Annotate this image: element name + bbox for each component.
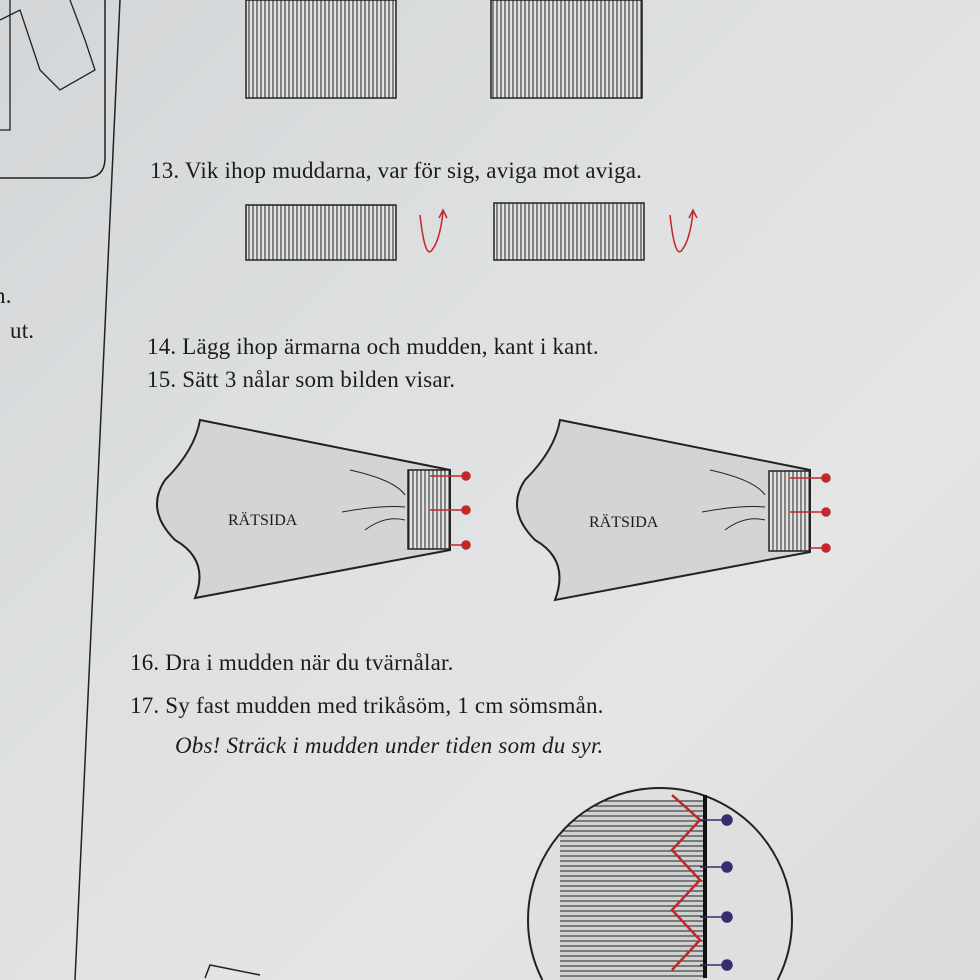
sleeve-figure-right bbox=[516, 418, 831, 602]
folded-ribbing-right bbox=[493, 202, 645, 261]
fold-arrow-icon bbox=[669, 208, 698, 253]
folded-ribbing-left bbox=[245, 204, 397, 261]
left-panel-frame bbox=[0, 0, 106, 179]
jacket-sketch bbox=[0, 0, 96, 131]
fold-arrow-icon bbox=[419, 208, 448, 253]
ribbing-piece-right bbox=[490, 0, 643, 99]
step-17: 17. Sy fast mudden med trikåsöm, 1 cm sö… bbox=[130, 693, 604, 718]
step-13: 13. Vik ihop muddarna, var för sig, avig… bbox=[150, 158, 643, 183]
step-14: 14. Lägg ihop ärmarna och mudden, kant i… bbox=[147, 334, 599, 359]
left-column-fragment: ut. bbox=[10, 318, 35, 343]
column-divider bbox=[74, 0, 121, 980]
sleeve-label-left: RÄTSIDA bbox=[228, 512, 298, 529]
sleeve-figure-left bbox=[156, 418, 471, 600]
left-column-fragment: n. bbox=[0, 283, 12, 308]
sleeve-label-right: RÄTSIDA bbox=[589, 514, 659, 531]
step-15: 15. Sätt 3 nålar som bilden visar. bbox=[147, 367, 456, 392]
bottom-sketch-fragment bbox=[204, 964, 261, 979]
stitch-detail-circle bbox=[527, 787, 793, 980]
step-16: 16. Dra i mudden när du tvärnålar. bbox=[130, 650, 454, 675]
ribbing-piece-left bbox=[245, 0, 397, 99]
note: Obs! Sträck i mudden under tiden som du … bbox=[175, 733, 604, 758]
